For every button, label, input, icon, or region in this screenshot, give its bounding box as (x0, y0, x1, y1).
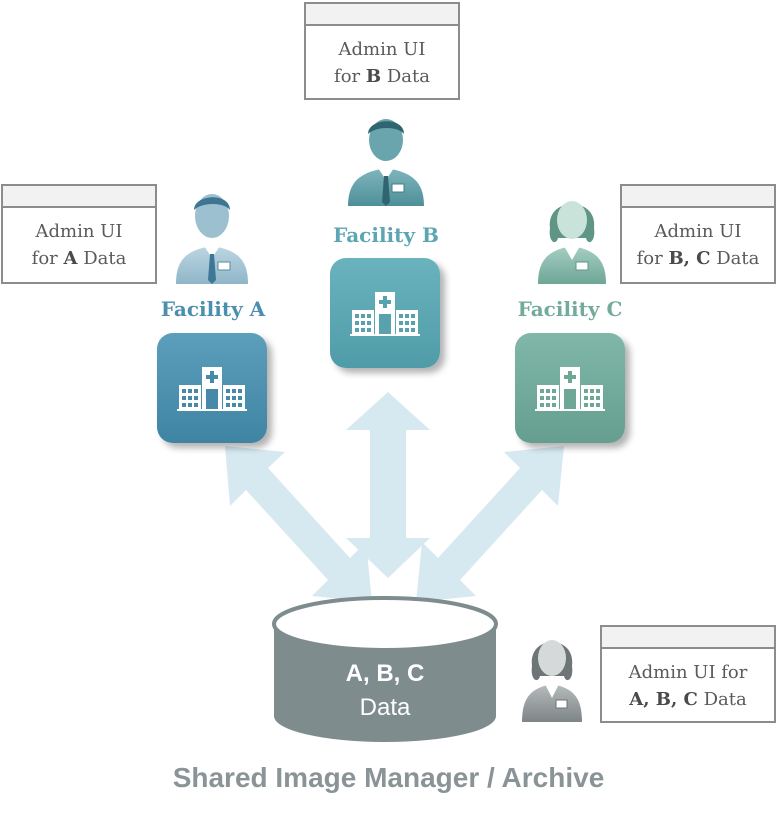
admin-ui-b-line2: for B Data (334, 66, 430, 87)
footer-title: Shared Image Manager / Archive (172, 762, 605, 793)
admin-person-icon (522, 640, 582, 722)
window-titlebar (622, 186, 774, 208)
admin-ui-b-window[interactable]: Admin UI for B Data (304, 2, 460, 100)
arrow-facility-a (225, 446, 372, 602)
admin-ui-c-window[interactable]: Admin UI for B, C Data (620, 184, 776, 284)
hospital-icon (535, 367, 605, 411)
database-line1: A, B, C (345, 660, 425, 687)
admin-ui-a-window[interactable]: Admin UI for A Data (1, 184, 157, 284)
admin-ui-c-line1: Admin UI (654, 221, 742, 242)
admin-ui-a-line2: for A Data (31, 248, 127, 269)
arrow-facility-b (346, 392, 430, 578)
facility-a-label: Facility A (160, 297, 266, 321)
facility-a-tile[interactable] (157, 333, 267, 443)
database-line2: Data (359, 694, 411, 721)
database-cylinder-icon (272, 596, 498, 742)
admin-ui-shared-line2: A, B, C Data (629, 689, 747, 710)
admin-ui-shared-window[interactable]: Admin UI for A, B, C Data (600, 625, 776, 723)
admin-ui-c-line2: for B, C Data (636, 248, 760, 269)
admin-person-icon (348, 119, 424, 206)
window-titlebar (306, 4, 458, 26)
hospital-icon (177, 367, 247, 411)
facility-c-tile[interactable] (515, 333, 625, 443)
facility-b-label: Facility B (333, 223, 439, 247)
admin-ui-b-line1: Admin UI (338, 39, 426, 60)
hospital-icon (350, 292, 420, 336)
admin-ui-shared-line1: Admin UI for (628, 662, 748, 683)
admin-person-icon (176, 194, 248, 284)
window-titlebar (3, 186, 155, 208)
facility-c-label: Facility C (517, 297, 623, 321)
window-titlebar (602, 627, 774, 649)
facility-b-tile[interactable] (330, 258, 440, 368)
admin-ui-a-line1: Admin UI (35, 221, 123, 242)
admin-person-icon (538, 201, 606, 284)
arrow-facility-c (416, 446, 564, 602)
